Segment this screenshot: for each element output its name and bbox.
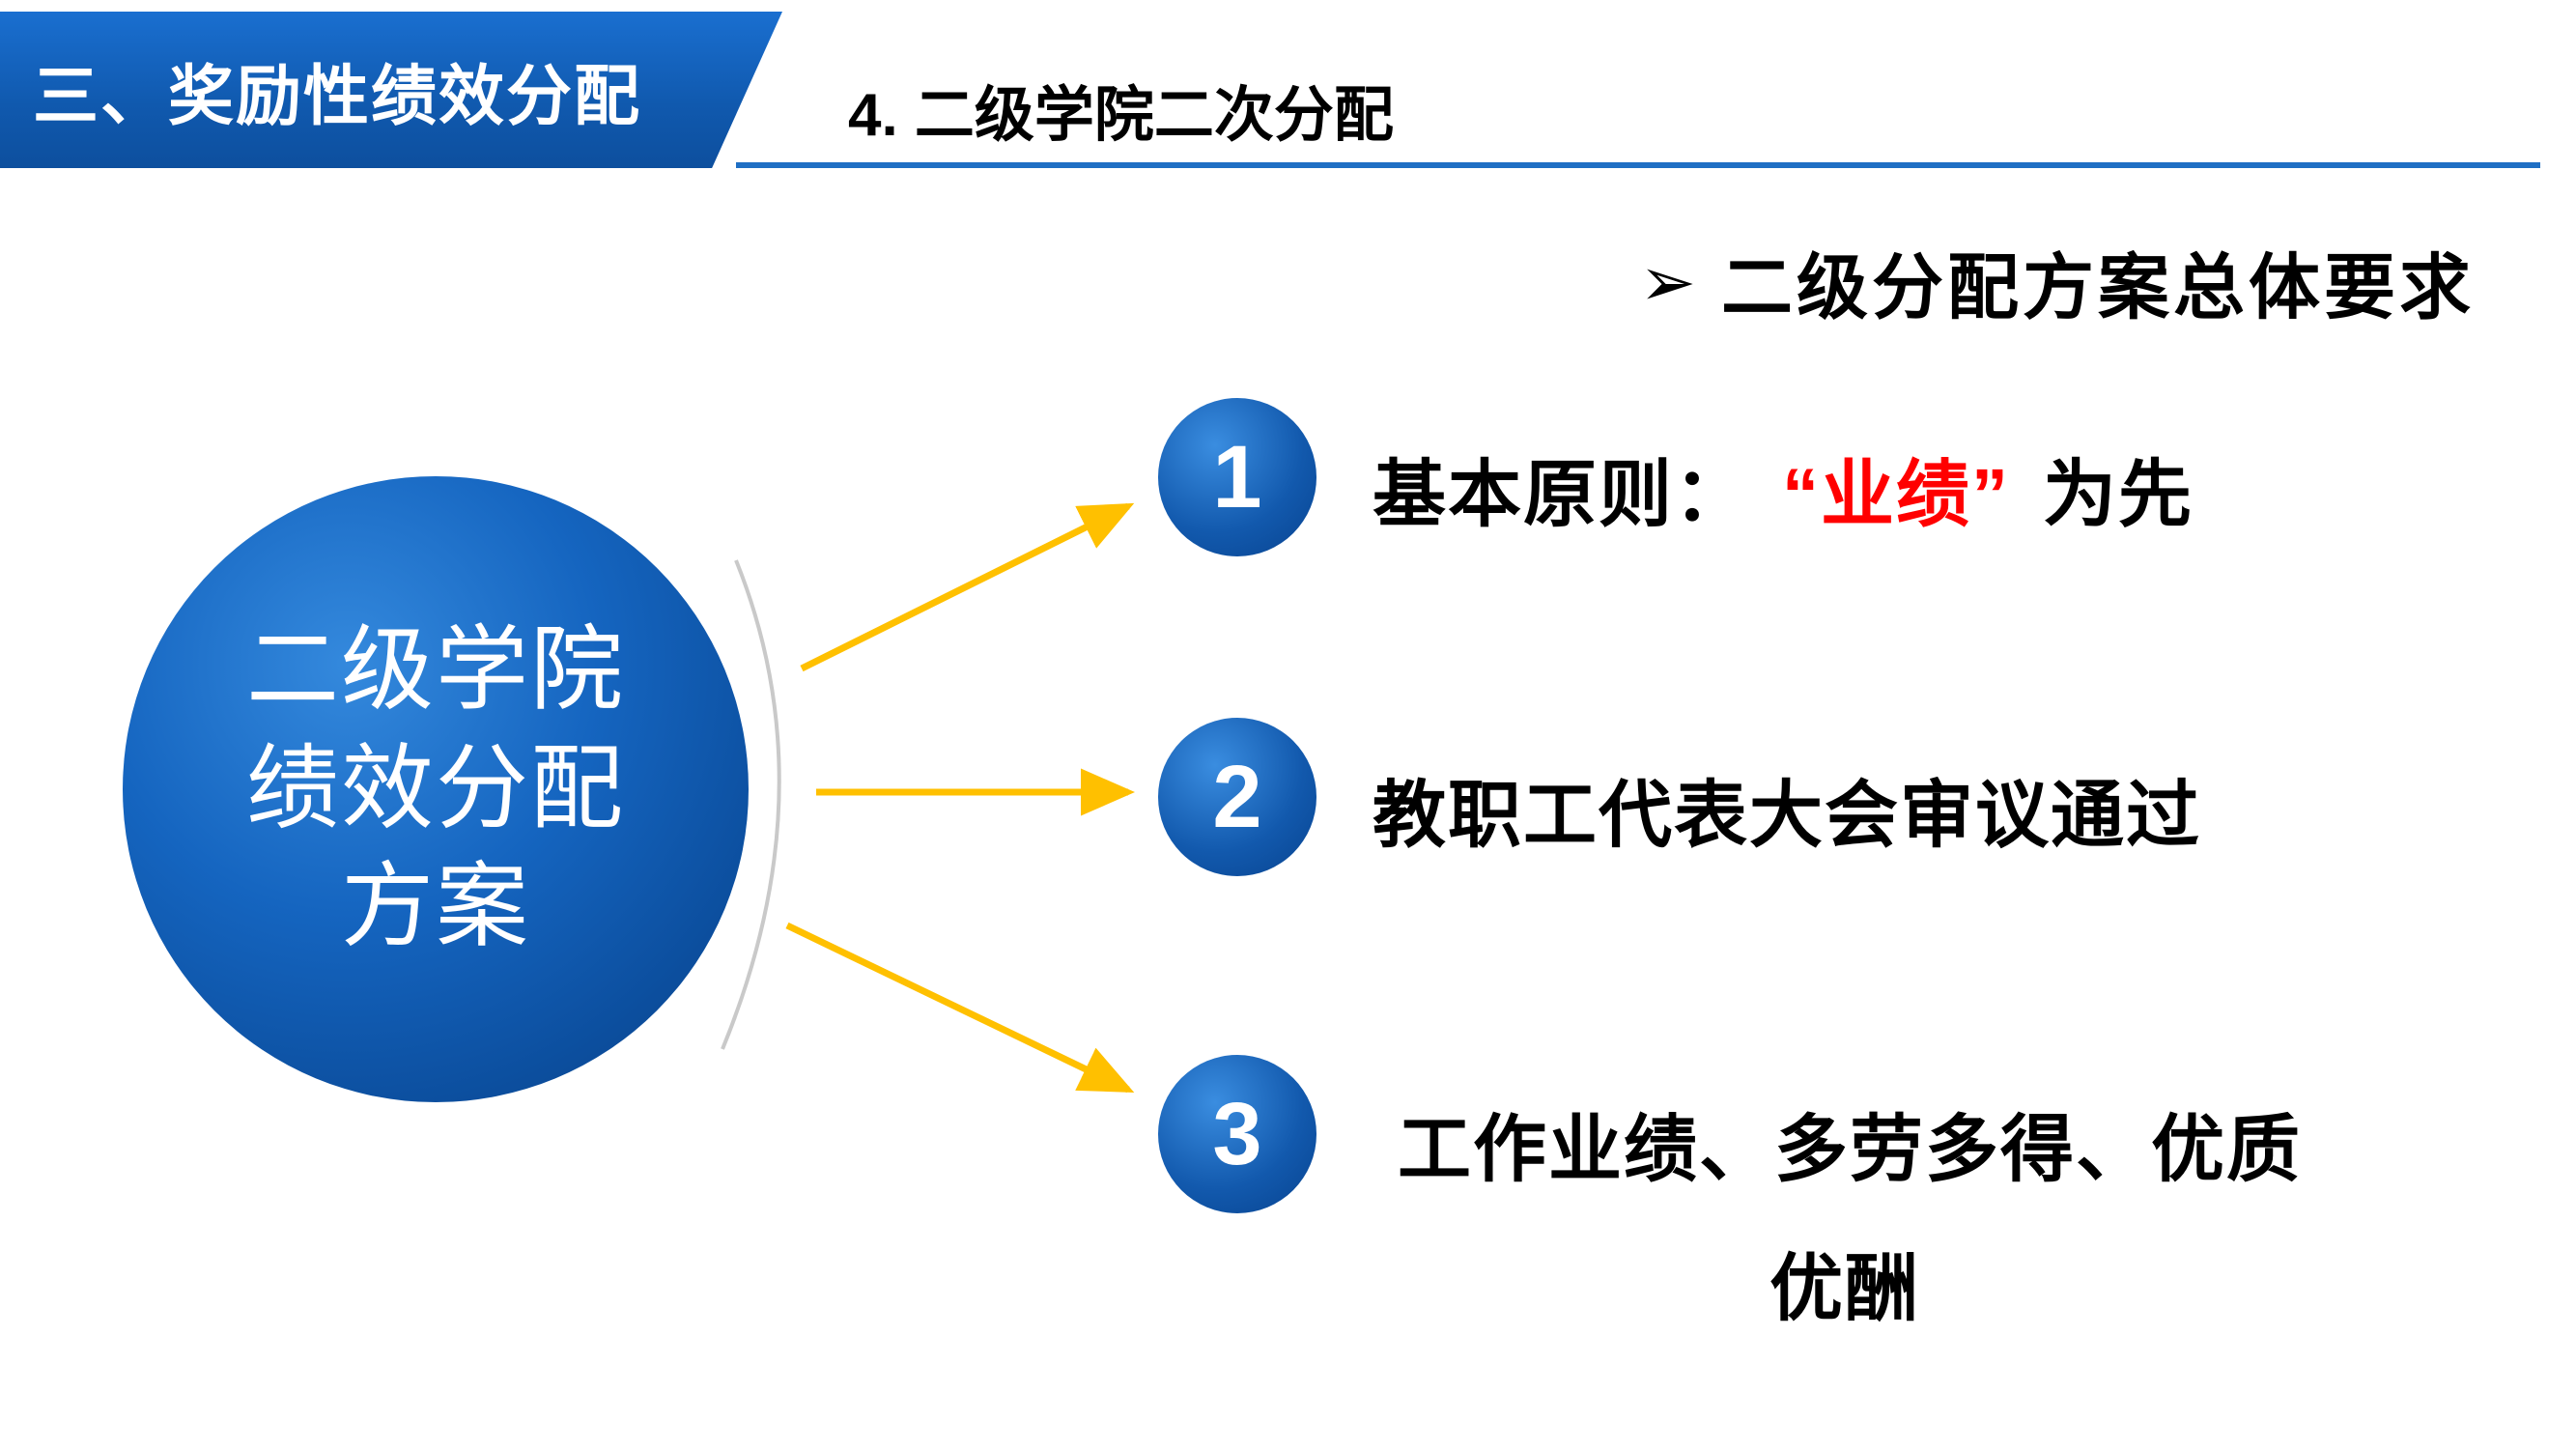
step-number-2: 2	[1212, 748, 1262, 846]
connector-arrow-3	[785, 922, 1135, 1094]
step-1-highlight: “业绩”	[1782, 454, 2010, 536]
step-1-text: 基本原则： “业绩” 为先	[1373, 435, 2194, 541]
step-3-text-line-1: 工作业绩、多劳多得、优质	[1398, 1109, 2302, 1191]
step-badge-1: 1	[1158, 398, 1316, 556]
title-underline	[736, 162, 2540, 168]
step-number-1: 1	[1212, 428, 1262, 526]
step-3-text-line-2: 优酬	[1769, 1248, 1920, 1330]
step-badge-2: 2	[1158, 718, 1316, 876]
hub-circle: 二级学院 绩效分配 方案	[123, 476, 749, 1102]
slide-title: 4. 二级学院二次分配	[848, 82, 1394, 149]
section-banner: 三、奖励性绩效分配	[0, 12, 782, 168]
hub-label-line-1: 二级学院	[246, 617, 625, 722]
step-1-prefix: 基本原则：	[1373, 454, 1749, 536]
hub-label-line-3: 方案	[341, 855, 530, 959]
step-1-suffix: 为先	[2043, 454, 2194, 536]
step-number-3: 3	[1212, 1085, 1262, 1183]
arrow-bullet-icon: ➢	[1639, 243, 1696, 320]
step-2-text: 教职工代表大会审议通过	[1373, 775, 2201, 857]
bullet-heading-text: 二级分配方案总体要求	[1721, 247, 2475, 327]
connector-arrow-1	[800, 502, 1135, 672]
step-badge-3: 3	[1158, 1055, 1316, 1213]
section-banner-label: 三、奖励性绩效分配	[33, 59, 642, 133]
hub-label-line-2: 绩效分配	[246, 736, 625, 840]
bullet-heading: ➢ 二级分配方案总体要求	[1639, 230, 2475, 333]
